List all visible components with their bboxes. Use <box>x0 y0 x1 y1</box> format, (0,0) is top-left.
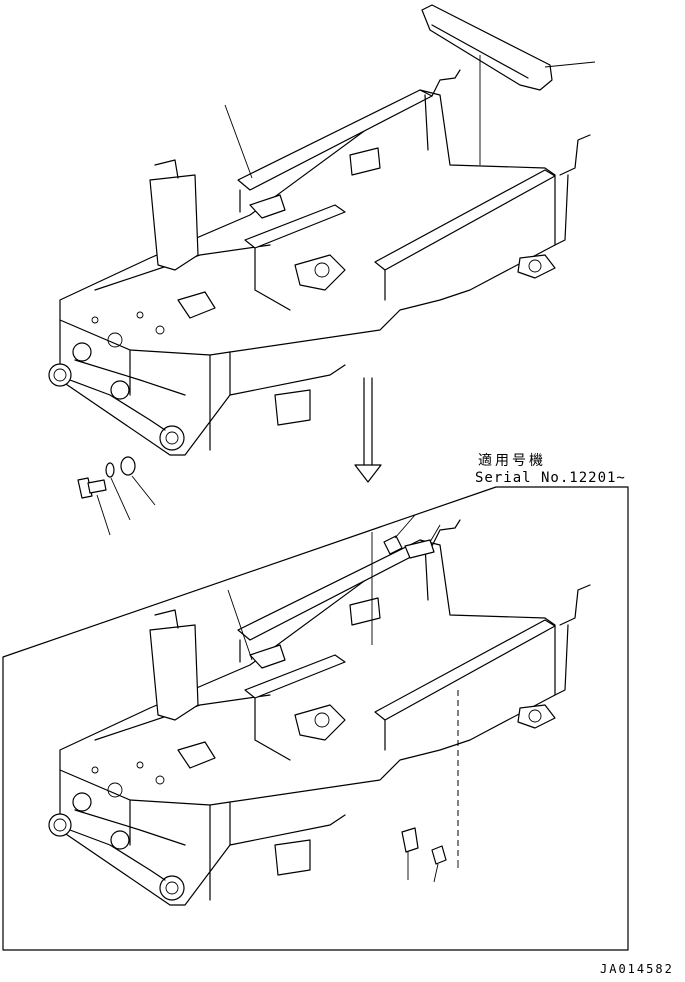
leader-line <box>227 589 253 661</box>
bolt-part <box>77 477 107 499</box>
spacer-part <box>120 456 136 476</box>
applicability-label: 適用号機 <box>478 453 546 469</box>
leader-line <box>224 104 253 179</box>
frame-lower <box>48 514 591 906</box>
bolt-part <box>401 827 419 853</box>
serial-number-label: Serial No.12201~ <box>475 470 626 486</box>
leader-line <box>544 61 596 68</box>
serial-box <box>2 486 629 951</box>
frame-upper <box>48 4 596 536</box>
washer-part <box>105 462 115 478</box>
nut-part <box>383 535 403 555</box>
nut-part <box>431 845 447 865</box>
drawing-code: JA014582 <box>600 962 674 976</box>
pad-part <box>421 4 553 91</box>
down-arrow <box>354 377 382 483</box>
bolt-part <box>404 539 435 559</box>
